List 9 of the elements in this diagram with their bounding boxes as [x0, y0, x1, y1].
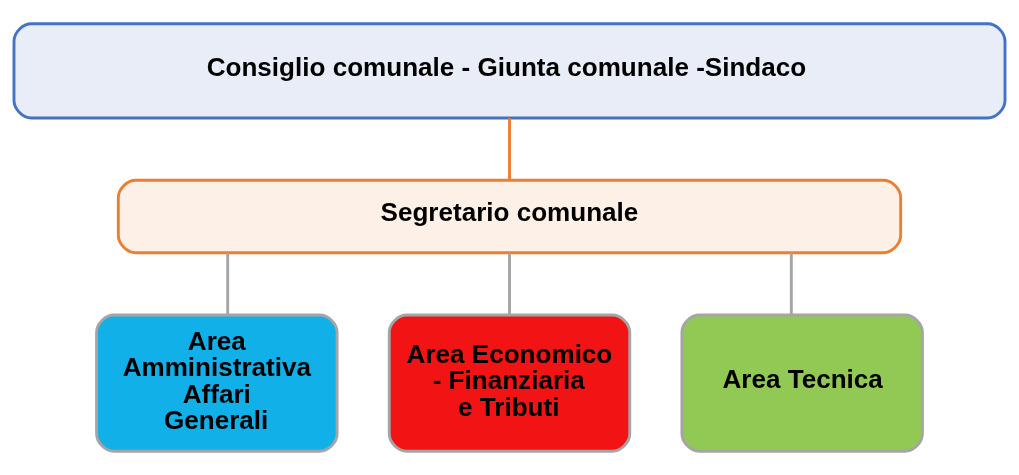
node-box: Area Amministrativa Affari Generali	[95, 313, 339, 453]
node-box: Consiglio comunale - Giunta comunale -Sindaco	[12, 22, 1007, 120]
connector	[508, 118, 511, 181]
node-box: Segretario comunale	[116, 178, 903, 255]
node-box: Area Tecnica	[680, 313, 924, 453]
connector	[789, 253, 793, 315]
node-box: Area Economico - Finanziaria e Tributi	[387, 313, 632, 453]
connector	[508, 253, 511, 315]
connector	[226, 253, 230, 315]
